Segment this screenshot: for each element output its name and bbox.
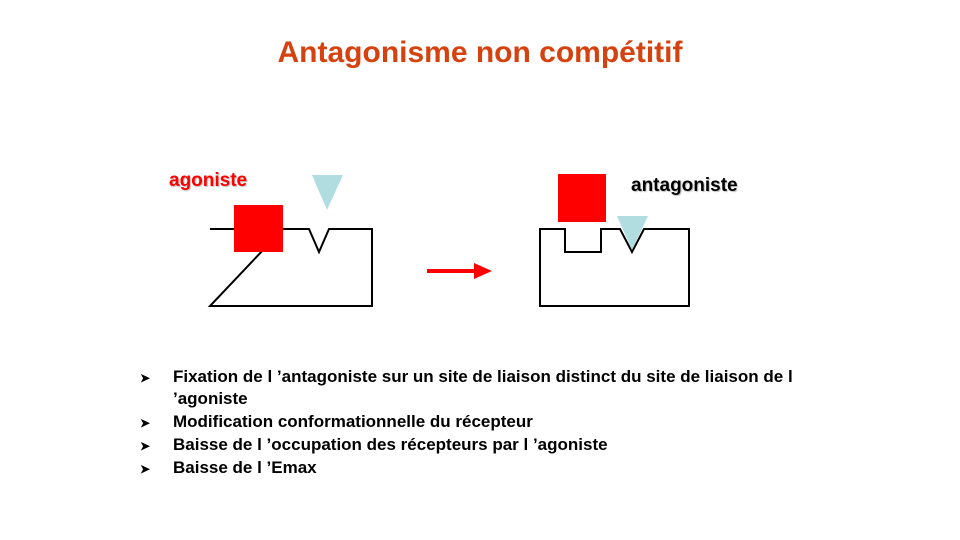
bullet-text: Baisse de l ’occupation des récepteurs p…	[173, 435, 608, 454]
arrow-bullet-icon: ➤	[140, 371, 151, 385]
slide-title: Antagonisme non compétitif	[277, 36, 683, 69]
receptor-before	[207, 228, 373, 307]
bullet-item: ➤ Baisse de l ’Emax	[140, 457, 820, 479]
bullet-text: Modification conformationnelle du récept…	[173, 412, 533, 431]
arrow-bullet-icon: ➤	[140, 462, 151, 476]
agonist-square-bound	[234, 205, 283, 252]
transition-arrow	[427, 263, 492, 279]
bullet-item: ➤ Modification conformationnelle du réce…	[140, 411, 820, 433]
bullet-list: ➤ Fixation de l ’antagoniste sur un site …	[140, 366, 820, 480]
bullet-text: Baisse de l ’Emax	[173, 458, 317, 477]
bullet-text: Fixation de l ’antagoniste sur un site d…	[173, 367, 793, 408]
agonist-square-displaced	[558, 174, 606, 222]
antagonist-triangle-bound	[617, 216, 648, 250]
antagonist-triangle-free	[312, 175, 343, 210]
arrow-bullet-icon: ➤	[140, 416, 151, 430]
arrow-bullet-icon: ➤	[140, 439, 151, 453]
antagonist-label: antagoniste	[631, 175, 738, 196]
bullet-item: ➤ Baisse de l ’occupation des récepteurs…	[140, 434, 820, 456]
agonist-label: agoniste	[169, 170, 248, 191]
bullet-item: ➤ Fixation de l ’antagoniste sur un site …	[140, 366, 820, 410]
receptor-after	[539, 228, 690, 307]
